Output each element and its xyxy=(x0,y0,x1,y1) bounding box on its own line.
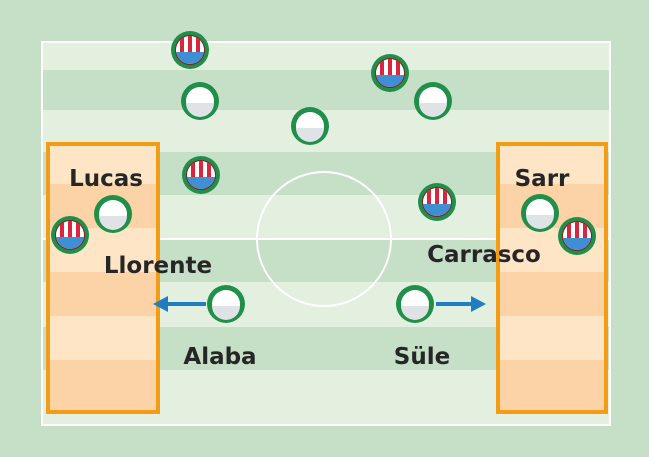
pitch-stripe xyxy=(42,42,610,70)
home-player-token-icon xyxy=(181,82,219,120)
home-player-token-icon xyxy=(414,82,452,120)
arrow-right-icon xyxy=(436,296,486,312)
home-player-token-icon xyxy=(396,285,434,323)
away-player-token-icon xyxy=(51,216,89,254)
label-carrasco: Carrasco xyxy=(427,242,541,268)
label-llorente: Llorente xyxy=(104,253,212,279)
center-circle xyxy=(256,171,392,307)
home-player-token-icon xyxy=(207,285,245,323)
arrow-left-icon xyxy=(153,296,206,312)
away-player-token-icon xyxy=(171,31,209,69)
home-player-token-icon xyxy=(291,107,329,145)
left-wide-zone xyxy=(46,142,160,414)
pitch-boundary xyxy=(41,41,611,426)
away-player-token-icon xyxy=(182,156,220,194)
label-lucas: Lucas xyxy=(69,166,143,192)
label-alaba: Alaba xyxy=(183,344,256,370)
home-player-token-icon xyxy=(521,194,559,232)
away-player-token-icon xyxy=(558,217,596,255)
label-sarr: Sarr xyxy=(515,166,570,192)
pitch-stripe xyxy=(42,70,610,110)
label-sule: Süle xyxy=(394,344,450,370)
home-player-token-icon xyxy=(94,195,132,233)
away-player-token-icon xyxy=(371,54,409,92)
away-player-token-icon xyxy=(418,183,456,221)
